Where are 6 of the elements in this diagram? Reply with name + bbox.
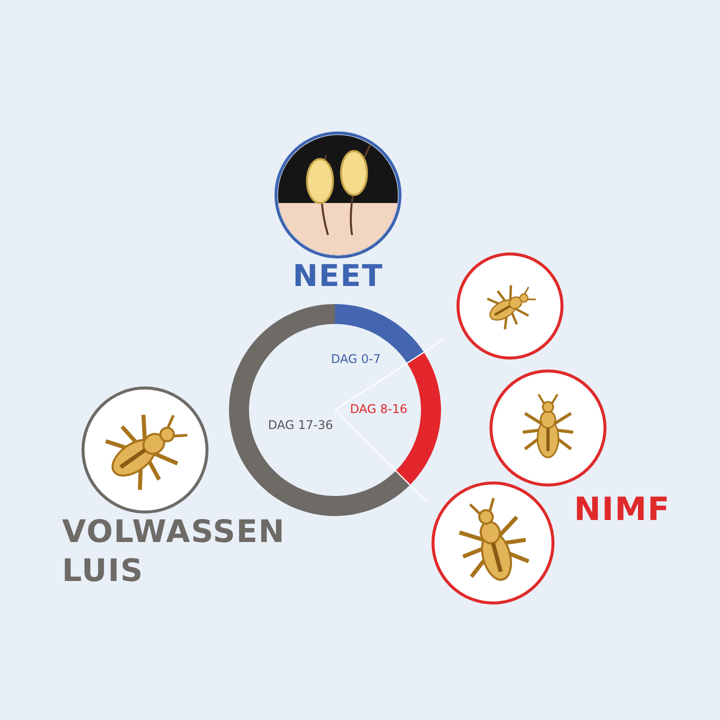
day-range-label: DAG 17-36 [268, 418, 334, 432]
stage-title: NEET [292, 258, 384, 296]
stage-title: VOLWASSEN LUIS [62, 513, 286, 590]
day-range-label: DAG 0-7 [331, 352, 381, 366]
day-range-label: DAG 8-16 [350, 402, 408, 416]
stage-title: NIMF [574, 490, 670, 528]
